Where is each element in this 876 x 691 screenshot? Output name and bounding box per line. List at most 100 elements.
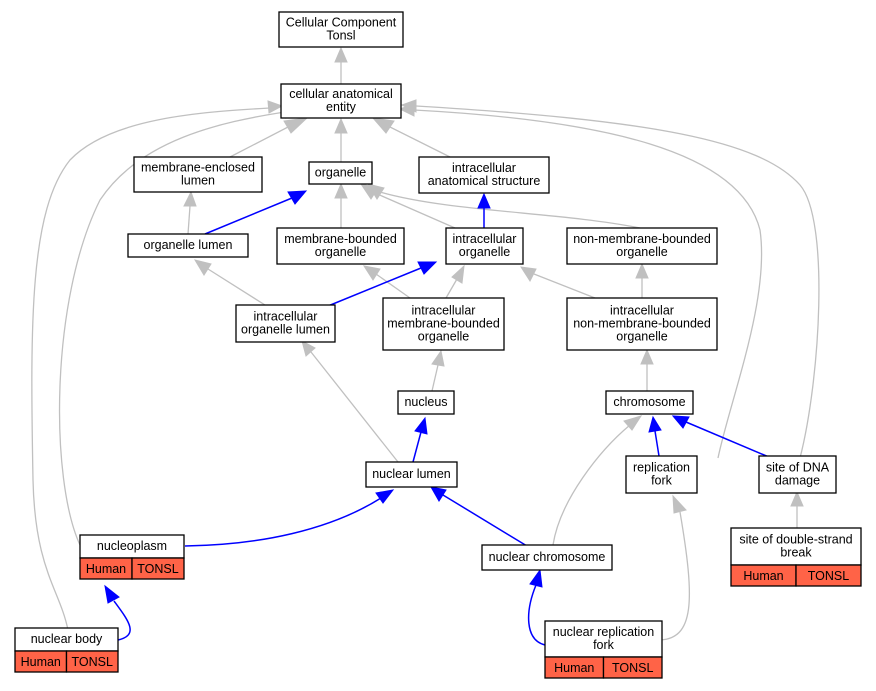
node-box: [445, 227, 524, 265]
edge-nmbo-to-organelle: [379, 191, 641, 229]
node-label: organelle lumen: [241, 323, 330, 337]
edge-arrowhead: [371, 117, 395, 134]
edge-inmbo-to-io: [533, 273, 596, 299]
annotation-species: Human: [554, 661, 594, 675]
node-box: [397, 390, 455, 415]
node-label: fork: [651, 474, 673, 488]
edge-replication-fork-to-cae: [413, 109, 763, 459]
annotation-cell: [131, 557, 185, 580]
node-nuclear-chromosome[interactable]: nuclear chromosome: [481, 544, 613, 571]
edge-arrowhead: [366, 183, 385, 200]
edge-arrowhead: [334, 182, 348, 199]
node-label: lumen: [181, 174, 215, 188]
node-label: nuclear chromosome: [489, 550, 606, 564]
node-nuclear-lumen[interactable]: nuclear lumen: [365, 461, 458, 488]
node-box: [280, 83, 402, 119]
edge-ol-to-organelle[interactable]: [204, 197, 293, 235]
edge-ias-to-cae: [389, 126, 451, 158]
node-label: entity: [326, 100, 357, 114]
node-label: chromosome: [613, 395, 685, 409]
edge-io-to-organelle: [374, 192, 456, 229]
node-box: [418, 156, 550, 194]
node-nucleus[interactable]: nucleus: [397, 390, 455, 415]
node-box: [276, 227, 405, 265]
edge-nrf-to-nuclear-chromosome[interactable]: [527, 584, 546, 646]
edge-arrowhead: [635, 262, 649, 279]
edge-arrowhead: [790, 490, 804, 507]
node-box: [278, 11, 404, 48]
edge-arrowhead: [283, 117, 309, 134]
edge-arrowhead: [672, 494, 687, 514]
node-intracellular-non-membrane-bounded-organelle[interactable]: intracellularnon-membrane-boundedorganel…: [566, 297, 718, 351]
edge-arrowhead: [193, 259, 212, 276]
node-label: intracellular: [254, 310, 318, 324]
node-label: nucleus: [404, 395, 447, 409]
node-organelle-lumen[interactable]: organelle lumen: [127, 233, 249, 258]
edge-arrowhead: [529, 568, 543, 588]
node-label: Cellular Component: [286, 16, 397, 30]
edge-arrowhead: [431, 349, 445, 367]
node-label: non-membrane-bounded: [573, 317, 711, 331]
node-label: organelle lumen: [144, 238, 233, 252]
node-box: [544, 620, 663, 658]
edge-nuclear-body-to-nucleoplasm[interactable]: [113, 600, 131, 641]
edge-arrowhead: [334, 117, 348, 134]
edge-sdd-to-chromosome[interactable]: [685, 421, 777, 461]
node-label: nuclear body: [31, 632, 103, 646]
edge-arrowhead: [400, 99, 417, 113]
edge-iol-to-io[interactable]: [327, 267, 422, 307]
node-label: intracellular: [452, 161, 516, 175]
node-organelle[interactable]: organelle: [308, 161, 373, 185]
annotation-cell: [65, 650, 119, 673]
edge-arrowhead: [287, 190, 308, 205]
edge-imbo-to-io: [445, 278, 458, 299]
annotation-gene: TONSL: [612, 661, 653, 675]
edge-arrowhead: [267, 100, 284, 114]
edge-nuclear-lumen-to-iol: [310, 351, 399, 463]
edge-arrowhead: [334, 46, 348, 63]
edge-iol-to-ol: [207, 268, 266, 306]
node-label: site of DNA: [766, 461, 830, 475]
node-chromosome[interactable]: chromosome: [605, 390, 694, 415]
node-label: membrane-enclosed: [141, 161, 255, 175]
node-label: organelle: [315, 166, 366, 180]
edge-nuclear-lumen-to-nucleus[interactable]: [412, 431, 422, 463]
edge-imbo-to-mbo: [375, 273, 411, 299]
edge-nuclear-chromosome-to-nuclear-lumen[interactable]: [442, 494, 528, 547]
node-box: [566, 227, 718, 265]
node-label: organelle: [616, 245, 667, 259]
node-label: nuclear lumen: [372, 467, 451, 481]
annotation-gene: TONSL: [72, 655, 113, 669]
node-box: [758, 455, 837, 494]
node-label: site of double-strand: [739, 533, 852, 547]
edge-arrowhead: [104, 584, 120, 604]
edges-layer: [31, 46, 820, 646]
node-label: organelle: [315, 245, 366, 259]
edge-replication-fork-to-chromosome[interactable]: [654, 430, 660, 457]
node-box: [235, 304, 336, 343]
edge-nuclear-body-to-cae: [31, 107, 271, 631]
node-label: membrane-bounded: [284, 232, 397, 246]
edge-arrowhead: [430, 486, 447, 502]
edge-arrowhead: [623, 415, 643, 431]
edge-nrf-to-replication-fork: [657, 511, 691, 641]
node-box: [625, 455, 698, 494]
node-label: intracellular: [453, 232, 517, 246]
edge-nucleoplasm-to-nuclear-lumen[interactable]: [184, 497, 382, 547]
